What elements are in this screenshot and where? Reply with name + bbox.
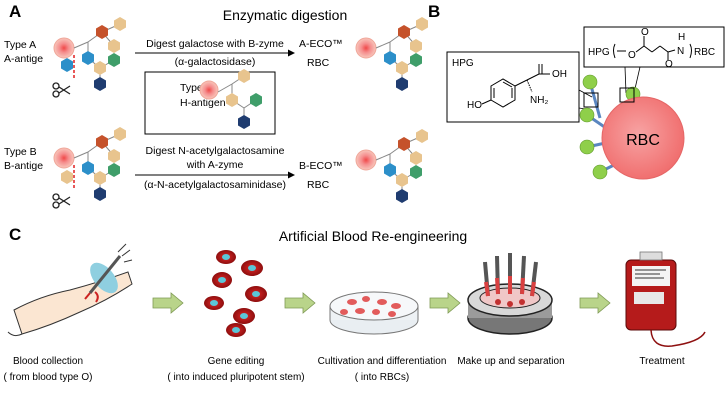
step-2-sublabel: ( into induced pluripotent stem) (167, 372, 304, 383)
rbc-cell-label: RBC (626, 132, 660, 149)
reaction-a-enzyme-name: (α-galactosidase) (175, 56, 256, 68)
linker-h-label: H (678, 32, 685, 43)
scissors-icon (52, 82, 71, 98)
type-o-cell-illustration (199, 68, 263, 130)
linker-structure-box (583, 26, 725, 68)
step-3-sublabel: ( into RBCs) (355, 372, 409, 383)
linker-hpg-label: HPG (588, 47, 610, 58)
linker-n-label: N (677, 46, 684, 57)
type-b-antigen-label: B-antige (4, 160, 43, 172)
step-arrow-3 (429, 292, 461, 314)
step-3-label: Cultivation and differentiation (318, 356, 447, 367)
product-a-label: A-ECO™ (299, 38, 343, 50)
step-1-label: Blood collection (13, 356, 83, 367)
panel-a-letter: A (9, 2, 21, 21)
product-a-rbc-label: RBC (307, 57, 330, 69)
type-b-label: Type B (4, 146, 37, 158)
type-b-cell-illustration (53, 126, 127, 202)
panel-c-title: Artificial Blood Re-engineering (279, 228, 467, 244)
step-2-label: Gene editing (208, 356, 265, 367)
panel-b-letter: B (428, 2, 440, 21)
product-a-cell-illustration (355, 16, 429, 92)
step-5-label: Treatment (639, 356, 684, 367)
reaction-b-enzyme-name: (α-N-acetylgalactosaminidase) (144, 179, 286, 191)
step-4-label: Make up and separation (457, 356, 564, 367)
product-b-label: B-ECO™ (299, 160, 343, 172)
step-arrow-4 (579, 292, 611, 314)
hpg-structure-box (446, 51, 580, 123)
reaction-b-enzyme: Digest N-acetylgalactosamine (146, 145, 285, 157)
gene-editing-illustration (204, 250, 267, 337)
hpg-label: HPG (452, 58, 474, 69)
type-a-cell-illustration (53, 16, 127, 92)
type-o-antigen-label: H-antigen (180, 97, 226, 109)
linker-carbonyl-o-top: O (641, 27, 649, 38)
step-1-sublabel: ( from blood type O) (4, 372, 93, 383)
hpg-ho-label: HO (467, 100, 482, 111)
hpg-molecule (481, 64, 550, 108)
reaction-b-enzyme-with: with A-zyme (186, 159, 244, 171)
linker-o-label: O (628, 50, 636, 61)
blood-bag-illustration (625, 251, 706, 347)
linker-carbonyl-o-bottom: O (665, 59, 673, 70)
product-b-rbc-label: RBC (307, 179, 330, 191)
panel-c-letter: C (9, 225, 21, 244)
hpg-nh2-label: NH₂ (530, 95, 548, 106)
petri-dish-illustration (329, 291, 419, 335)
linker-rbc-label: RBC (694, 47, 715, 58)
type-a-antigen-label: A-antige (4, 53, 43, 65)
separation-illustration (467, 253, 553, 335)
type-a-label: Type A (4, 39, 36, 51)
reaction-a-enzyme: Digest galactose with B-zyme (146, 38, 284, 50)
hpg-oh-label: OH (552, 69, 567, 80)
linker-molecule (613, 36, 692, 60)
panel-a-title: Enzymatic digestion (223, 7, 348, 23)
step-arrow-1 (152, 292, 184, 314)
step-arrow-2 (284, 292, 316, 314)
blood-collection-illustration (7, 243, 133, 337)
scissors-icon (52, 193, 71, 209)
product-b-cell-illustration (355, 128, 429, 204)
modified-rbc-illustration (579, 74, 685, 180)
